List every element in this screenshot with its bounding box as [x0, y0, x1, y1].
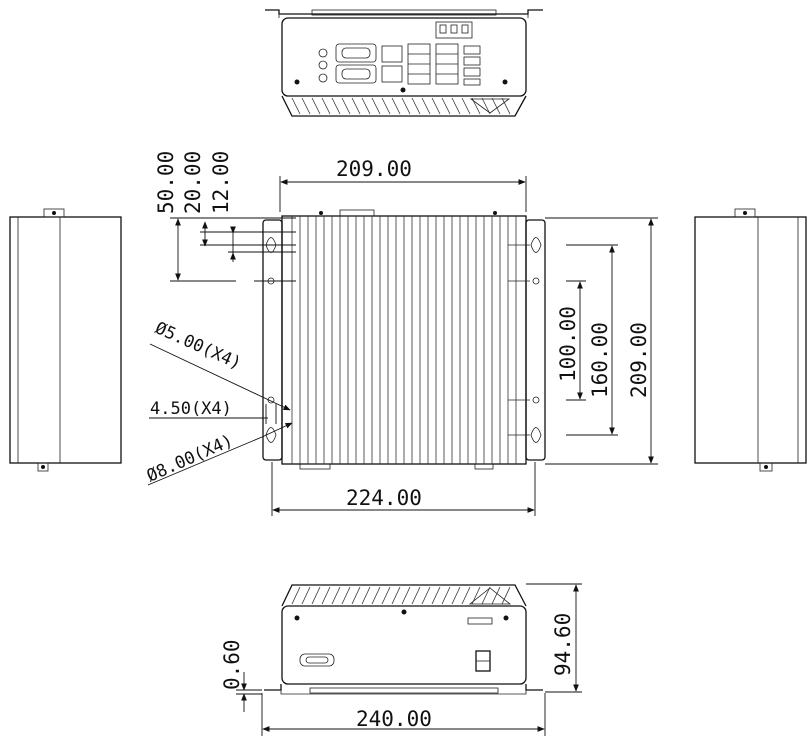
fin-line: [351, 97, 361, 115]
dimension-labels: 209.00 224.00 240.00 209.00 160.00 100.0…: [144, 151, 651, 731]
fin-line: [451, 97, 461, 115]
fin-line: [491, 586, 501, 605]
dim-base-width: 240.00: [356, 707, 432, 731]
rear-view: [265, 9, 543, 117]
fin-line: [451, 586, 461, 605]
fin-line: [381, 586, 391, 605]
fin-line: [401, 586, 411, 605]
dim-top-width: 209.00: [336, 157, 412, 181]
fin-line: [321, 586, 331, 605]
fin-line: [431, 586, 441, 605]
fin-line: [291, 586, 301, 605]
dim-left-20: 20.00: [181, 151, 205, 214]
fin-line: [501, 97, 511, 115]
dimension-lines: [147, 176, 658, 736]
fin-line: [331, 586, 341, 605]
rear-ports: [318, 21, 481, 86]
fin-line: [371, 97, 381, 115]
fin-line: [301, 97, 311, 115]
dim-flange: 0.60: [220, 639, 244, 690]
fin-line: [351, 586, 361, 605]
fin-line: [411, 97, 421, 115]
fin-line: [371, 586, 381, 605]
fin-line: [291, 97, 301, 115]
fin-line: [481, 97, 491, 115]
callout-slot-45: 4.50(X4): [150, 399, 232, 419]
fin-line: [311, 586, 321, 605]
callout-hole-8: Ø8.00(X4): [144, 431, 236, 487]
fin-line: [311, 97, 321, 115]
rear-fins: [291, 97, 511, 115]
left-side-view: [9, 208, 122, 472]
dim-left-50: 50.00: [154, 151, 178, 214]
top-fins: [291, 216, 517, 464]
dim-hole-spacing-160: 160.00: [588, 322, 612, 398]
fin-line: [441, 97, 451, 115]
fin-line: [361, 97, 371, 115]
fin-line: [441, 586, 451, 605]
fin-line: [391, 586, 401, 605]
fin-line: [501, 586, 511, 605]
top-view: [262, 209, 546, 470]
fin-line: [461, 586, 471, 605]
fin-line: [401, 97, 411, 115]
fin-line: [341, 97, 351, 115]
fin-line: [421, 97, 431, 115]
front-view: [264, 584, 543, 695]
callout-hole-5: Ø5.00(X4): [152, 318, 244, 374]
fin-line: [411, 586, 421, 605]
dim-left-12: 12.00: [209, 151, 233, 214]
fin-line: [301, 586, 311, 605]
dim-bottom-width: 224.00: [346, 486, 422, 510]
fin-line: [361, 586, 371, 605]
fin-line: [341, 586, 351, 605]
fin-line: [461, 97, 471, 115]
fin-line: [491, 97, 501, 115]
right-side-view: [694, 208, 807, 472]
dim-hole-spacing-100: 100.00: [556, 306, 580, 382]
fin-line: [381, 97, 391, 115]
fin-line: [331, 97, 341, 115]
fin-line: [391, 97, 401, 115]
fin-line: [321, 97, 331, 115]
fin-line: [431, 97, 441, 115]
front-fins: [291, 586, 511, 605]
fin-line: [481, 586, 491, 605]
fin-line: [421, 586, 431, 605]
dim-right-height: 209.00: [627, 322, 651, 398]
dim-front-height: 94.60: [551, 613, 575, 676]
